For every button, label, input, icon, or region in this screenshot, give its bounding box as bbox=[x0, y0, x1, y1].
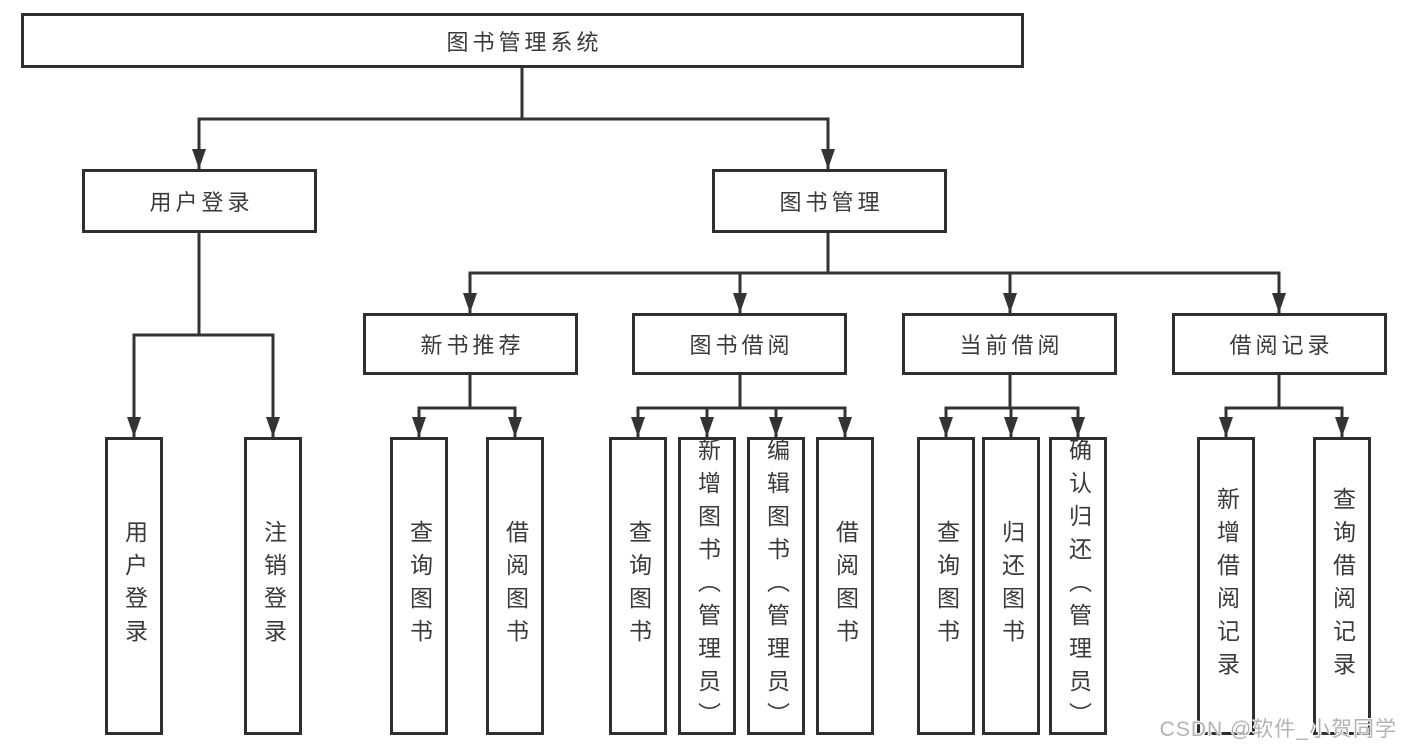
node-leaf-confirm-return-admin: 确认归还（管理员） bbox=[1049, 437, 1107, 735]
node-label: 借阅图书 bbox=[502, 520, 529, 652]
csdn-watermark: CSDN @软件_小贺同学 bbox=[1159, 718, 1397, 741]
node-borrow-records: 借阅记录 bbox=[1172, 313, 1387, 375]
node-leaf-return-books: 归还图书 bbox=[982, 437, 1040, 735]
node-book-management-module: 图书管理 bbox=[712, 169, 947, 233]
node-root-system: 图书管理系统 bbox=[21, 13, 1024, 68]
node-label: 图书借阅 bbox=[689, 333, 794, 358]
node-leaf-query-books-borrow: 查询图书 bbox=[609, 437, 667, 735]
node-label: 借阅图书 bbox=[832, 520, 859, 652]
node-leaf-user-login: 用户登录 bbox=[105, 437, 163, 735]
node-leaf-borrow-books-borrow: 借阅图书 bbox=[816, 437, 874, 735]
node-leaf-add-book-admin: 新增图书（管理员） bbox=[678, 437, 736, 735]
node-label: 当前借阅 bbox=[959, 333, 1064, 358]
node-label: 确认归还（管理员） bbox=[1065, 437, 1092, 735]
node-book-borrow: 图书借阅 bbox=[632, 313, 847, 375]
node-label: 图书管理 bbox=[779, 190, 884, 215]
node-leaf-query-books-current: 查询图书 bbox=[917, 437, 975, 735]
node-current-borrow: 当前借阅 bbox=[902, 313, 1117, 375]
node-label: 借阅记录 bbox=[1229, 333, 1334, 358]
node-label: 新增图书（管理员） bbox=[694, 437, 721, 735]
node-label: 查询借阅记录 bbox=[1329, 487, 1356, 685]
node-label: 用户登录 bbox=[121, 520, 148, 652]
node-label: 用户登录 bbox=[149, 190, 254, 215]
node-label: 新书推荐 bbox=[420, 333, 525, 358]
node-leaf-query-borrow-record: 查询借阅记录 bbox=[1313, 437, 1371, 735]
node-label: 注销登录 bbox=[260, 520, 287, 652]
node-leaf-query-books-recommend: 查询图书 bbox=[390, 437, 448, 735]
node-label: 编辑图书（管理员） bbox=[763, 437, 790, 735]
node-label: 查询图书 bbox=[933, 520, 960, 652]
node-new-book-recommend: 新书推荐 bbox=[363, 313, 578, 375]
node-leaf-borrow-books-recommend: 借阅图书 bbox=[486, 437, 544, 735]
node-leaf-add-borrow-record: 新增借阅记录 bbox=[1197, 437, 1255, 735]
node-user-login-module: 用户登录 bbox=[82, 169, 317, 233]
node-label: 图书管理系统 bbox=[446, 29, 603, 55]
node-label: 新增借阅记录 bbox=[1213, 487, 1240, 685]
node-leaf-edit-book-admin: 编辑图书（管理员） bbox=[747, 437, 805, 735]
node-leaf-logout: 注销登录 bbox=[244, 437, 302, 735]
node-label: 查询图书 bbox=[625, 520, 652, 652]
node-label: 查询图书 bbox=[406, 520, 433, 652]
node-label: 归还图书 bbox=[998, 520, 1025, 652]
